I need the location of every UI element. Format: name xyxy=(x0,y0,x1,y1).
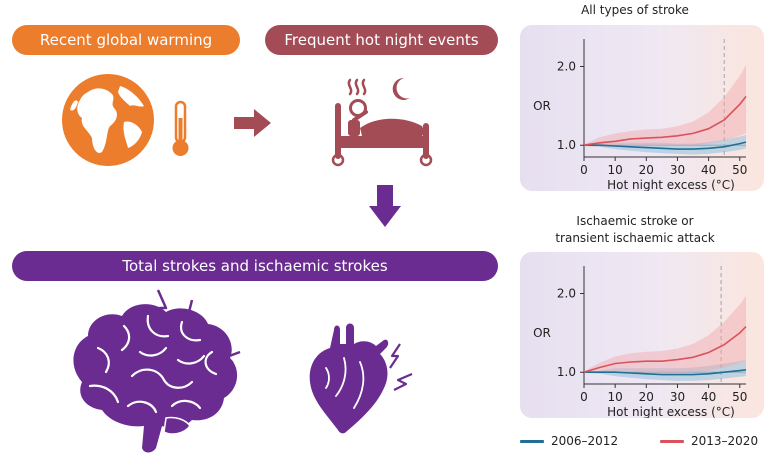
chart-title-ischaemic: Ischaemic stroke or transient ischaemic … xyxy=(555,214,715,245)
x-tick-label: 40 xyxy=(701,163,716,177)
sleeper-in-bed-icon xyxy=(331,99,433,167)
globe-icon xyxy=(62,74,154,166)
x-tick-label: 30 xyxy=(670,390,685,404)
brain-illustration xyxy=(73,289,241,453)
legend-item-2006-2012: 2006–2012 xyxy=(520,434,618,448)
y-tick-label: 1.0 xyxy=(557,365,576,379)
recent-warming-label: Recent global warming xyxy=(12,25,240,55)
x-tick-label: 40 xyxy=(701,390,716,404)
series-0-ci-band xyxy=(584,135,746,155)
x-tick-label: 30 xyxy=(670,163,685,177)
x-tick-label: 20 xyxy=(639,163,654,177)
arrow-down-icon xyxy=(369,185,401,227)
chart-title-all-stroke: All types of stroke xyxy=(581,3,689,17)
arrow-right-icon xyxy=(234,109,271,137)
x-tick-label: 50 xyxy=(732,163,747,177)
x-tick-label: 10 xyxy=(608,390,623,404)
y-tick-label: 1.0 xyxy=(557,138,576,152)
brain-icon xyxy=(73,304,238,453)
lightning-icon xyxy=(389,343,413,391)
series-1-line xyxy=(583,326,747,373)
series-0-ci-band xyxy=(584,359,746,381)
y-tick-label: 2.0 xyxy=(557,287,576,301)
legend-label-2013-2020: 2013–2020 xyxy=(691,434,759,448)
legend-label-2006-2012: 2006–2012 xyxy=(551,434,619,448)
heat-wave-icon xyxy=(347,78,367,96)
legend-swatch-2006-2012 xyxy=(520,439,544,443)
legend-item-2013-2020: 2013–2020 xyxy=(660,434,758,448)
x-tick-label: 10 xyxy=(608,163,623,177)
x-tick-label: 20 xyxy=(639,390,654,404)
hot-night-illustration xyxy=(331,77,433,167)
hot-night-events-label: Frequent hot night events xyxy=(265,25,498,55)
strokes-label: Total strokes and ischaemic strokes xyxy=(12,251,498,281)
heart-illustration xyxy=(309,323,413,434)
series-1-ci-band xyxy=(584,65,746,147)
legend-swatch-2013-2020 xyxy=(660,439,684,443)
series-0-line xyxy=(584,369,747,376)
heart-icon xyxy=(309,323,389,434)
globe-illustration xyxy=(62,74,189,166)
moon-icon xyxy=(392,77,410,100)
x-axis-label: Hot night excess (°C) xyxy=(607,178,735,191)
series-1-line xyxy=(583,95,747,146)
x-tick-label: 50 xyxy=(732,390,747,404)
x-tick-label: 0 xyxy=(580,390,588,404)
y-tick-label: 2.0 xyxy=(557,60,576,74)
series-0-line xyxy=(584,141,747,150)
x-axis-label: Hot night excess (°C) xyxy=(607,405,735,418)
x-tick-label: 0 xyxy=(580,163,588,177)
y-axis-label: OR xyxy=(533,99,551,113)
thermometer-icon xyxy=(172,100,189,156)
y-axis-label: OR xyxy=(533,326,551,340)
